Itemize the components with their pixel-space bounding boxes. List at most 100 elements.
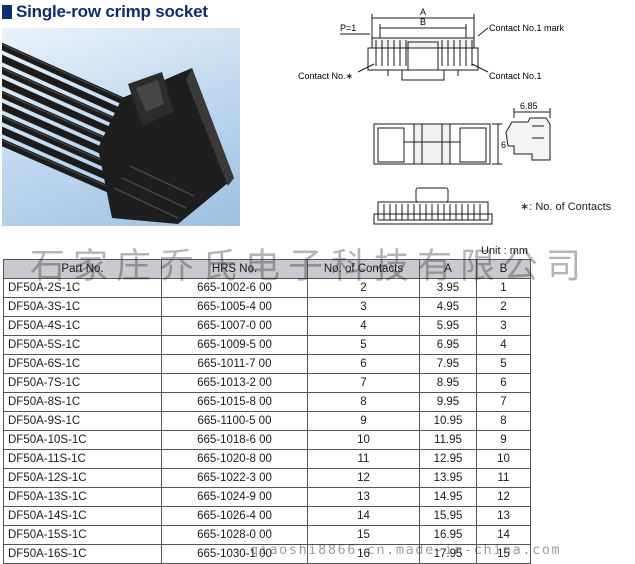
hrs-no-cell: 665-1030-1 00	[161, 544, 308, 564]
connector-photo-art	[2, 42, 234, 224]
header-b: B	[476, 259, 531, 279]
a-cell: 15.95	[419, 506, 477, 526]
b-cell: 12	[476, 487, 531, 507]
part-no-cell: DF50A-14S-1C	[3, 506, 162, 526]
dimension-drawings-svg: A B P=1 Contact No.1 mark Contact No.∗ C…	[298, 7, 565, 225]
a-cell: 14.95	[419, 487, 477, 507]
part-no-cell: DF50A-3S-1C	[3, 297, 162, 317]
unit-note: Unit : mm	[481, 245, 529, 257]
pitch-label: P=1	[340, 23, 356, 33]
b-cell: 13	[476, 506, 531, 526]
connector-photo	[2, 28, 240, 226]
part-no-cell: DF50A-6S-1C	[3, 354, 162, 374]
contact-n-label: Contact No.∗	[298, 71, 353, 81]
a-cell: 6.95	[419, 335, 477, 355]
header-part-no: Part No.	[3, 259, 162, 279]
dim-b-label: B	[420, 17, 426, 27]
a-cell: 12.95	[419, 449, 477, 469]
contacts-cell: 4	[307, 316, 420, 336]
a-cell: 3.95	[419, 278, 477, 298]
heading-square-icon	[2, 5, 12, 19]
part-no-cell: DF50A-13S-1C	[3, 487, 162, 507]
height-dim-label: 6	[501, 140, 506, 150]
contacts-cell: 2	[307, 278, 420, 298]
hrs-no-cell: 665-1009-5 00	[161, 335, 308, 355]
contacts-cell: 14	[307, 506, 420, 526]
table-header-row: Part No. HRS No. No. of Contacts A B	[3, 259, 531, 279]
part-no-cell: DF50A-10S-1C	[3, 430, 162, 450]
b-cell: 10	[476, 449, 531, 469]
hrs-no-cell: 665-1005-4 00	[161, 297, 308, 317]
hrs-no-cell: 665-1026-4 00	[161, 506, 308, 526]
a-cell: 5.95	[419, 316, 477, 336]
b-cell: 2	[476, 297, 531, 317]
part-no-cell: DF50A-15S-1C	[3, 525, 162, 545]
a-cell: 7.95	[419, 354, 477, 374]
contact-no1-label: Contact No.1	[489, 71, 542, 81]
contacts-cell: 15	[307, 525, 420, 545]
hrs-no-cell: 665-1007-0 00	[161, 316, 308, 336]
part-no-cell: DF50A-2S-1C	[3, 278, 162, 298]
b-cell: 5	[476, 354, 531, 374]
hrs-no-cell: 665-1011-7 00	[161, 354, 308, 374]
b-cell: 7	[476, 392, 531, 412]
a-cell: 9.95	[419, 392, 477, 412]
b-cell: 9	[476, 430, 531, 450]
header-a: A	[419, 259, 477, 279]
header-no-of-contacts: No. of Contacts	[307, 259, 420, 279]
section-title: Single-row crimp socket	[16, 2, 208, 21]
a-cell: 13.95	[419, 468, 477, 488]
b-cell: 4	[476, 335, 531, 355]
contacts-cell: 3	[307, 297, 420, 317]
part-no-cell: DF50A-9S-1C	[3, 411, 162, 431]
a-cell: 17.95	[419, 544, 477, 564]
part-number-table: Part No. HRS No. No. of Contacts A B DF5…	[3, 259, 531, 564]
part-no-cell: DF50A-7S-1C	[3, 373, 162, 393]
contacts-cell: 16	[307, 544, 420, 564]
contacts-cell: 9	[307, 411, 420, 431]
contacts-cell: 7	[307, 373, 420, 393]
dimension-drawings: A B P=1 Contact No.1 mark Contact No.∗ C…	[292, 6, 632, 238]
part-no-cell: DF50A-11S-1C	[3, 449, 162, 469]
b-cell: 6	[476, 373, 531, 393]
contacts-cell: 8	[307, 392, 420, 412]
a-cell: 10.95	[419, 411, 477, 431]
contacts-cell: 10	[307, 430, 420, 450]
contacts-note: ∗: No. of Contacts	[520, 201, 612, 213]
contacts-cell: 13	[307, 487, 420, 507]
b-cell: 1	[476, 278, 531, 298]
b-cell: 15	[476, 544, 531, 564]
a-cell: 11.95	[419, 430, 477, 450]
hrs-no-cell: 665-1100-5 00	[161, 411, 308, 431]
contact-no1-mark-label: Contact No.1 mark	[489, 23, 565, 33]
part-no-cell: DF50A-5S-1C	[3, 335, 162, 355]
width-dim-label: 6.85	[520, 101, 538, 111]
hrs-no-cell: 665-1022-3 00	[161, 468, 308, 488]
part-no-cell: DF50A-4S-1C	[3, 316, 162, 336]
dim-a-label: A	[420, 7, 426, 17]
hrs-no-cell: 665-1028-0 00	[161, 525, 308, 545]
contacts-cell: 5	[307, 335, 420, 355]
hrs-no-cell: 665-1002-6 00	[161, 278, 308, 298]
hrs-no-cell: 665-1024-9 00	[161, 487, 308, 507]
contacts-cell: 11	[307, 449, 420, 469]
b-cell: 8	[476, 411, 531, 431]
hrs-no-cell: 665-1013-2 00	[161, 373, 308, 393]
contacts-cell: 6	[307, 354, 420, 374]
hrs-no-cell: 665-1015-8 00	[161, 392, 308, 412]
part-no-cell: DF50A-12S-1C	[3, 468, 162, 488]
